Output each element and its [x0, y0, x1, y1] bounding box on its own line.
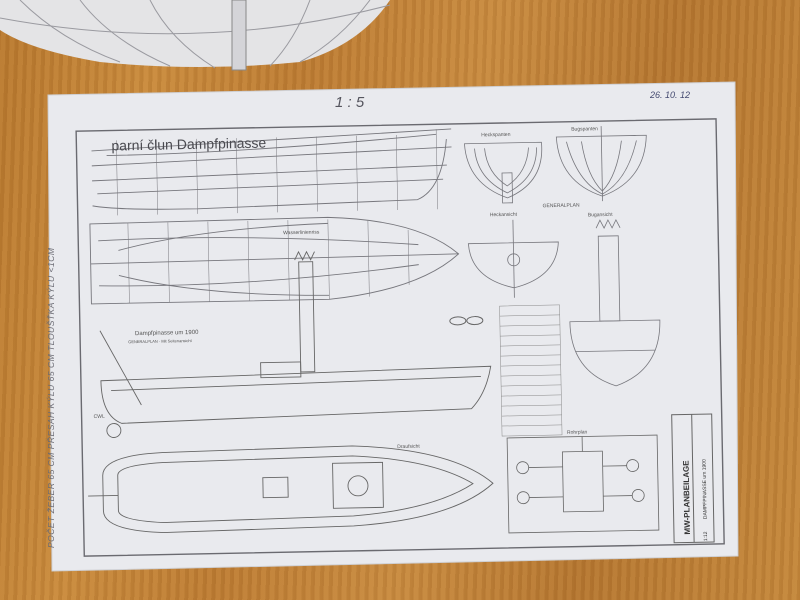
- side-view-subtitle: GENERALPLAN · Mit Seitenansicht: [128, 338, 193, 344]
- title-overlay: parní člun Dampfpinasse: [111, 135, 266, 154]
- bugspanten-label: Bugspanten: [571, 126, 598, 133]
- margin-note: POČET ŽEBER 65 CM PŘESAH KÝLU 65 CM TLOU…: [46, 247, 56, 548]
- rohrplan-label: Rohrplan: [567, 429, 588, 435]
- plan-frame: [75, 118, 725, 557]
- heckspanten-label: Heckspanten: [481, 132, 511, 139]
- cwl-label: CWL: [94, 414, 105, 420]
- top-view-drawing: [88, 445, 494, 534]
- generalplan-label: GENERALPLAN: [543, 203, 580, 210]
- date-note: 26. 10. 12: [649, 90, 690, 100]
- side-view-title: Dampfpinasse um 1900: [135, 330, 199, 337]
- title-block-main: MW-PLANBEILAGE: [682, 460, 692, 535]
- scale-note: 1 : 5: [335, 94, 365, 111]
- bugansicht-label: Bugansicht: [588, 212, 613, 218]
- plan-sheet: [48, 82, 738, 571]
- propeller-icon: [449, 316, 484, 326]
- stern-bow-views: [467, 218, 661, 387]
- title-block-sub: DAMPFPINASSE um 1900: [702, 459, 709, 519]
- paper-hull-model: [0, 0, 391, 71]
- piping-plan: [506, 434, 660, 534]
- heckansicht-label: Heckansicht: [490, 212, 518, 219]
- side-view-drawing: [99, 250, 492, 438]
- waterline-label: Wasserlinienriss: [283, 230, 320, 237]
- title-block-number: 1:12: [703, 531, 709, 541]
- draufsicht-label: Draufsicht: [397, 444, 420, 450]
- waterline-drawing: [89, 216, 460, 305]
- title-block: MW-PLANBEILAGE DAMPFPINASSE um 1900 1:12: [671, 413, 715, 544]
- parts-list: [499, 304, 563, 437]
- profile-drawing: [91, 128, 452, 216]
- body-plans: [464, 126, 647, 204]
